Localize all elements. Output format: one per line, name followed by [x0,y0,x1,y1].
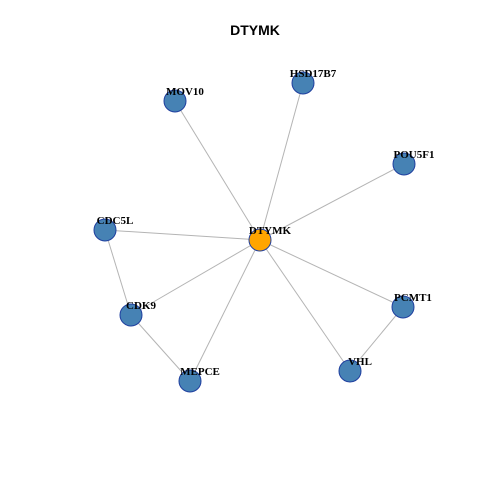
edge-dtymk-cdc5l [104,229,261,241]
node-pcmt1[interactable]: PCMT1 [391,292,432,319]
node-mov10[interactable]: MOV10 [163,86,204,113]
edge-dtymk-mov10 [174,100,261,241]
edge-pcmt1-vhl [349,306,404,372]
node-label-mov10: MOV10 [166,86,204,98]
edge-cdc5l-cdk9 [104,229,132,316]
node-circle-hsd17b7[interactable] [291,71,315,95]
node-circle-cdc5l[interactable] [93,218,117,242]
edges-layer [104,82,405,382]
node-label-hsd17b7: HSD17B7 [290,68,337,80]
node-dtymk[interactable]: DTYMK [248,225,292,252]
edge-cdk9-mepce [130,314,191,382]
node-label-dtymk: DTYMK [249,225,292,237]
node-label-cdk9: CDK9 [126,300,156,312]
node-circle-cdk9[interactable] [119,303,143,327]
node-cdk9[interactable]: CDK9 [119,300,156,327]
edge-dtymk-hsd17b7 [259,82,304,241]
node-label-pou5f1: POU5F1 [394,149,435,161]
node-circle-dtymk[interactable] [248,228,272,252]
node-vhl[interactable]: VHL [338,356,372,383]
node-label-pcmt1: PCMT1 [394,292,432,304]
node-circle-mepce[interactable] [178,369,202,393]
node-hsd17b7[interactable]: HSD17B7 [290,68,337,95]
node-circle-vhl[interactable] [338,359,362,383]
node-label-mepce: MEPCE [180,366,220,378]
node-label-vhl: VHL [348,356,372,368]
node-cdc5l[interactable]: CDC5L [93,215,134,242]
node-pou5f1[interactable]: POU5F1 [392,149,435,176]
edge-dtymk-pou5f1 [259,163,405,241]
edge-dtymk-pcmt1 [259,239,404,308]
node-label-cdc5l: CDC5L [97,215,134,227]
edge-dtymk-vhl [259,239,351,372]
edge-dtymk-cdk9 [130,239,261,316]
diagram-title: DTYMK [230,22,280,38]
node-circle-pou5f1[interactable] [392,152,416,176]
node-circle-mov10[interactable] [163,89,187,113]
node-circle-pcmt1[interactable] [391,295,415,319]
node-mepce[interactable]: MEPCE [178,366,220,393]
edge-dtymk-mepce [189,239,261,382]
